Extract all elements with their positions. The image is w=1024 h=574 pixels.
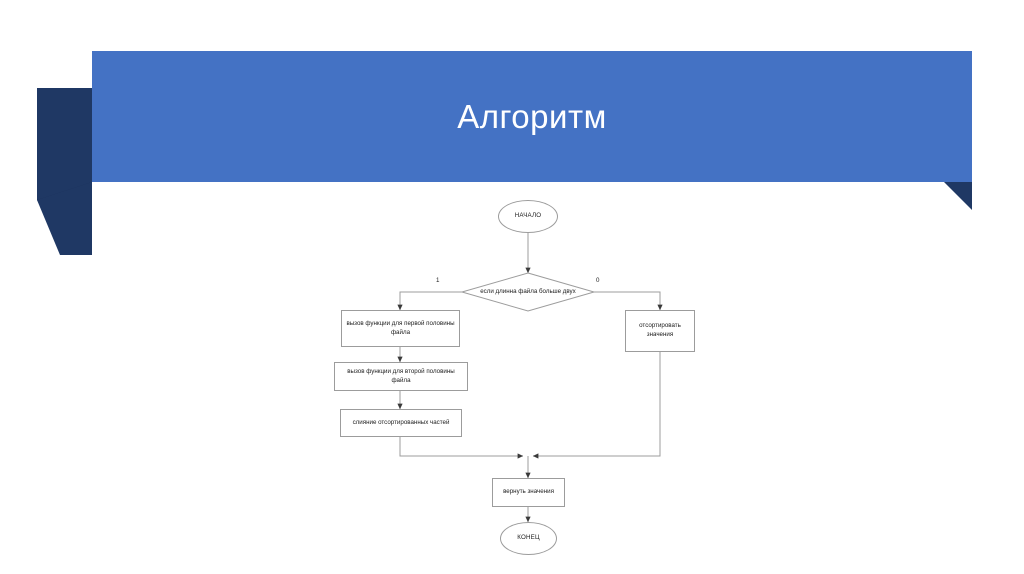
node-return-values[interactable]: вернуть значения [492, 478, 565, 507]
node-end[interactable]: КОНЕЦ [500, 522, 557, 555]
node-merge-sorted-label: слияние отсортированных частей [352, 418, 450, 426]
condition-diamond [460, 272, 596, 312]
branch-label-true: 1 [436, 277, 440, 284]
node-call-second-half-label: вызов функции для второй половины файла [347, 367, 455, 384]
branch-label-false: 0 [596, 277, 600, 284]
node-return-values-label: вернуть значения [503, 488, 554, 495]
edge-sort-to-join [532, 352, 661, 459]
node-merge-sorted[interactable]: слияние отсортированных частей [340, 409, 462, 437]
node-end-label: КОНЕЦ [517, 534, 540, 541]
node-sort-values[interactable]: отсортировать значения [625, 310, 695, 352]
node-call-first-half-label: вызов функции для первой половины файла [346, 319, 455, 336]
node-call-first-half[interactable]: вызов функции для первой половины файла [341, 310, 460, 347]
edge-merge-to-join [399, 437, 524, 459]
node-sort-values-label: отсортировать значения [639, 322, 681, 338]
node-start[interactable]: НАЧАЛО [498, 200, 558, 233]
edge-condition-false [594, 291, 663, 311]
node-start-label: НАЧАЛО [514, 212, 542, 219]
node-condition-label: если длинна файла больше двух [480, 288, 576, 295]
node-call-second-half[interactable]: вызов функции для второй половины файла [334, 362, 468, 391]
edge-condition-true [397, 291, 462, 311]
